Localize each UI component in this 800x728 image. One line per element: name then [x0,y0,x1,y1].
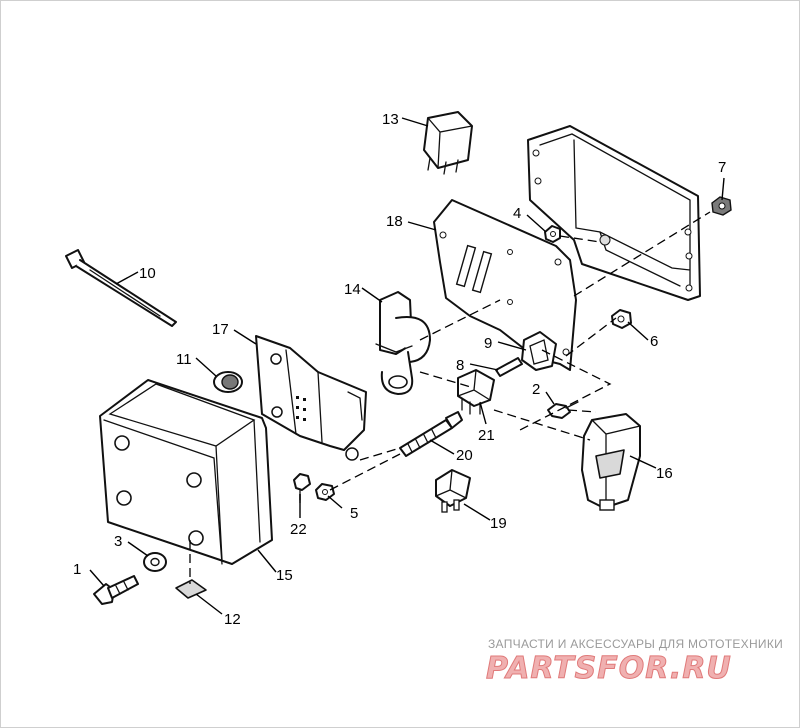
callout-10: 10 [139,265,156,282]
callout-4: 4 [513,205,521,222]
part-22-screw [293,473,311,501]
callout-14: 14 [344,281,361,298]
rear-bracket [527,125,701,301]
callout-12: 12 [224,611,241,628]
callout-17: 17 [212,321,229,338]
assembly-lines [189,211,711,584]
part-11-grommet [213,371,243,393]
part-1-bolt [93,575,139,605]
callout-7: 7 [718,159,726,176]
part-15-cover [99,379,273,565]
part-6-nut [611,309,632,329]
part-4-nut [544,225,561,243]
callout-8: 8 [456,357,464,374]
part-3-washer [143,552,167,572]
callout-18: 18 [386,213,403,230]
part-14-clip [375,291,431,395]
part-17-backing-plate [255,335,367,461]
watermark: ЗАПЧАСТИ И АКСЕССУАРЫ ДЛЯ МОТОТЕХНИКИ PA… [486,637,783,687]
leader-lines [89,117,725,615]
part-18-mounting-plate [433,199,577,371]
callout-19: 19 [490,515,507,532]
part-20-stud [399,411,463,457]
part-5-nut [315,483,335,501]
part-9-fuse-holder [521,331,557,371]
part-10-cable-tie [65,249,177,327]
part-12-pad [175,579,207,599]
callout-5: 5 [350,505,358,522]
callout-3: 3 [114,533,122,550]
part-16-housing [581,413,641,511]
part-19-fuse [435,469,471,513]
watermark-brand: PARTSFOR.RU [486,651,732,686]
callout-11: 11 [176,351,192,368]
part-13-relay [423,111,473,175]
callout-15: 15 [276,567,293,584]
callout-13: 13 [382,111,399,128]
watermark-tagline: ЗАПЧАСТИ И АКСЕССУАРЫ ДЛЯ МОТОТЕХНИКИ [488,637,783,651]
callout-1: 1 [73,561,81,578]
callout-2: 2 [532,381,540,398]
callout-labels: 1 2 3 4 5 6 7 8 9 10 11 12 13 14 15 16 1… [73,111,726,628]
callout-9: 9 [484,335,492,352]
part-21-connector [457,369,495,415]
callout-21: 21 [478,427,495,444]
part-8-pin [495,357,523,377]
callout-20: 20 [456,447,473,464]
callout-6: 6 [650,333,658,350]
part-7-nut [711,196,732,216]
callout-16: 16 [656,465,673,482]
callout-22: 22 [290,521,307,538]
